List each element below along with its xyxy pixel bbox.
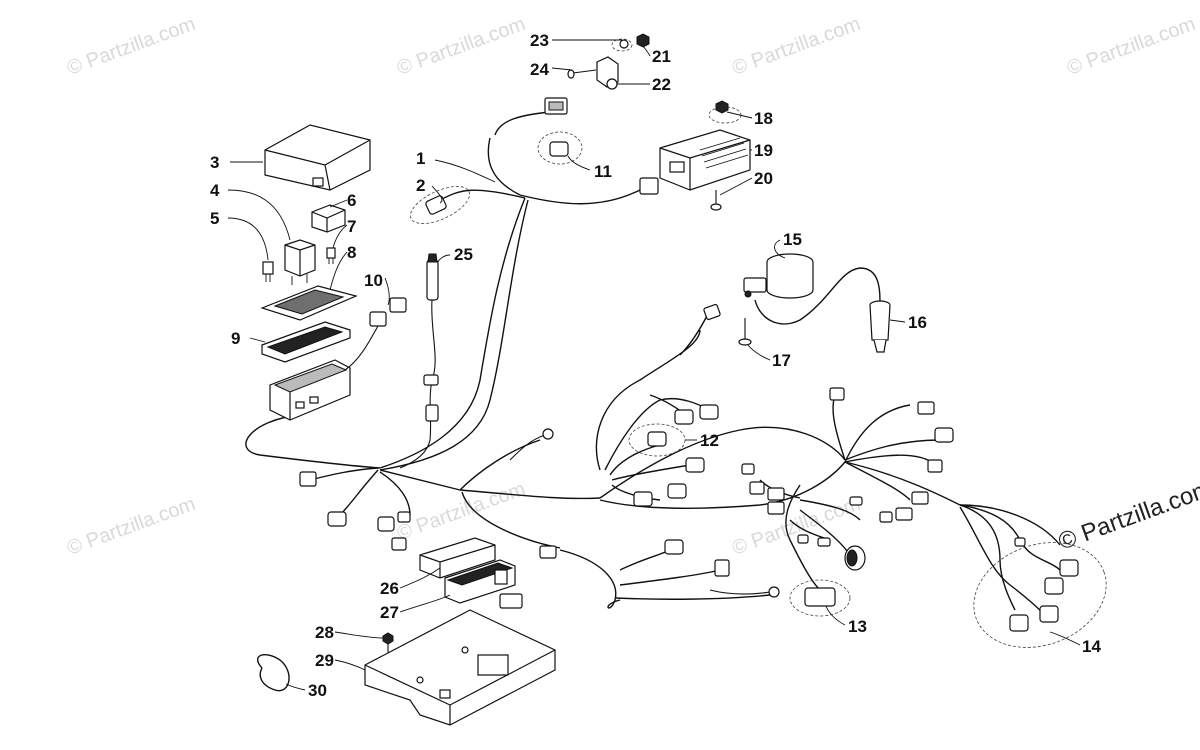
connector-top-part <box>544 97 568 115</box>
ignition-coil-group-part <box>1009 559 1079 632</box>
callout-9: 9 <box>231 329 240 348</box>
screw-17-part <box>738 318 752 346</box>
bracket-part <box>567 33 650 90</box>
callout-15: 15 <box>783 230 802 249</box>
plug-16-part <box>869 300 891 353</box>
relay-small-part <box>311 204 346 233</box>
callout-3: 3 <box>210 153 219 172</box>
watermark: © Partzilla.com <box>729 13 863 80</box>
watermark: © Partzilla.com <box>1064 13 1198 80</box>
watermark-large: © Partzilla.com <box>1055 475 1200 556</box>
connector-13-group-part <box>741 463 893 607</box>
fuse-box-base-part <box>269 359 351 421</box>
callout-26: 26 <box>380 579 399 598</box>
callout-12: 12 <box>700 431 719 450</box>
regulator-part <box>659 129 751 191</box>
sensor-part <box>423 253 439 422</box>
callout-1: 1 <box>416 149 425 168</box>
callout-19: 19 <box>754 141 773 160</box>
callout-22: 22 <box>652 75 671 94</box>
callout-labels: 3 4 5 6 7 8 9 10 1 2 11 25 23 24 21 22 1… <box>210 31 1101 700</box>
clamp-ring-part <box>256 654 290 692</box>
connector-solenoid-part <box>703 303 721 321</box>
solenoid-part <box>743 253 814 299</box>
callout-8: 8 <box>347 243 356 262</box>
callout-21: 21 <box>652 47 671 66</box>
connector-right-group-part <box>829 387 1026 547</box>
callout-14: 14 <box>1082 637 1101 656</box>
callout-16: 16 <box>908 313 927 332</box>
callout-6: 6 <box>347 191 356 210</box>
leader-lines <box>227 39 1081 691</box>
watermark: © Partzilla.com <box>64 13 198 80</box>
screw-20-part <box>710 190 722 211</box>
connector-upper-right-part <box>639 177 659 195</box>
connector-pair-part <box>344 297 407 371</box>
callout-28: 28 <box>315 623 334 642</box>
callout-11: 11 <box>594 162 612 181</box>
relay-part <box>284 239 316 285</box>
watermarks: © Partzilla.com © Partzilla.com © Partzi… <box>64 13 1200 560</box>
ecu-tray-part <box>364 609 556 726</box>
ecu-cover-part <box>419 537 496 579</box>
callout-4: 4 <box>210 181 220 200</box>
fuse-box-gasket-part <box>261 321 351 363</box>
connector-12-group-part <box>633 404 719 507</box>
parts <box>256 33 1079 726</box>
callout-17: 17 <box>772 351 791 370</box>
connector-left-lower-part <box>299 471 411 551</box>
callout-10: 10 <box>364 271 383 290</box>
connector-11-part <box>549 141 569 157</box>
watermark: © Partzilla.com <box>729 493 863 560</box>
callout-2: 2 <box>416 176 425 195</box>
callout-24: 24 <box>530 60 549 79</box>
callout-27: 27 <box>380 603 399 622</box>
fuse-small-part <box>326 247 336 264</box>
callout-7: 7 <box>347 217 356 236</box>
callout-20: 20 <box>754 169 773 188</box>
connector-2-part <box>425 195 447 215</box>
callout-30: 30 <box>308 681 327 700</box>
callout-18: 18 <box>754 109 773 128</box>
fuse-part <box>262 261 274 282</box>
callout-25: 25 <box>454 245 473 264</box>
ring-terminal-part <box>542 428 780 598</box>
nut-18-part <box>715 100 729 114</box>
callout-5: 5 <box>210 209 219 228</box>
fuse-label-part <box>260 285 358 321</box>
connector-lower-center-part <box>499 539 730 609</box>
fuse-box-cover-part <box>264 124 371 191</box>
callout-13: 13 <box>848 617 867 636</box>
watermark: © Partzilla.com <box>64 493 198 560</box>
callout-29: 29 <box>315 651 334 670</box>
watermark: © Partzilla.com <box>394 13 528 80</box>
ecu-part <box>444 559 516 604</box>
callout-23: 23 <box>530 31 549 50</box>
